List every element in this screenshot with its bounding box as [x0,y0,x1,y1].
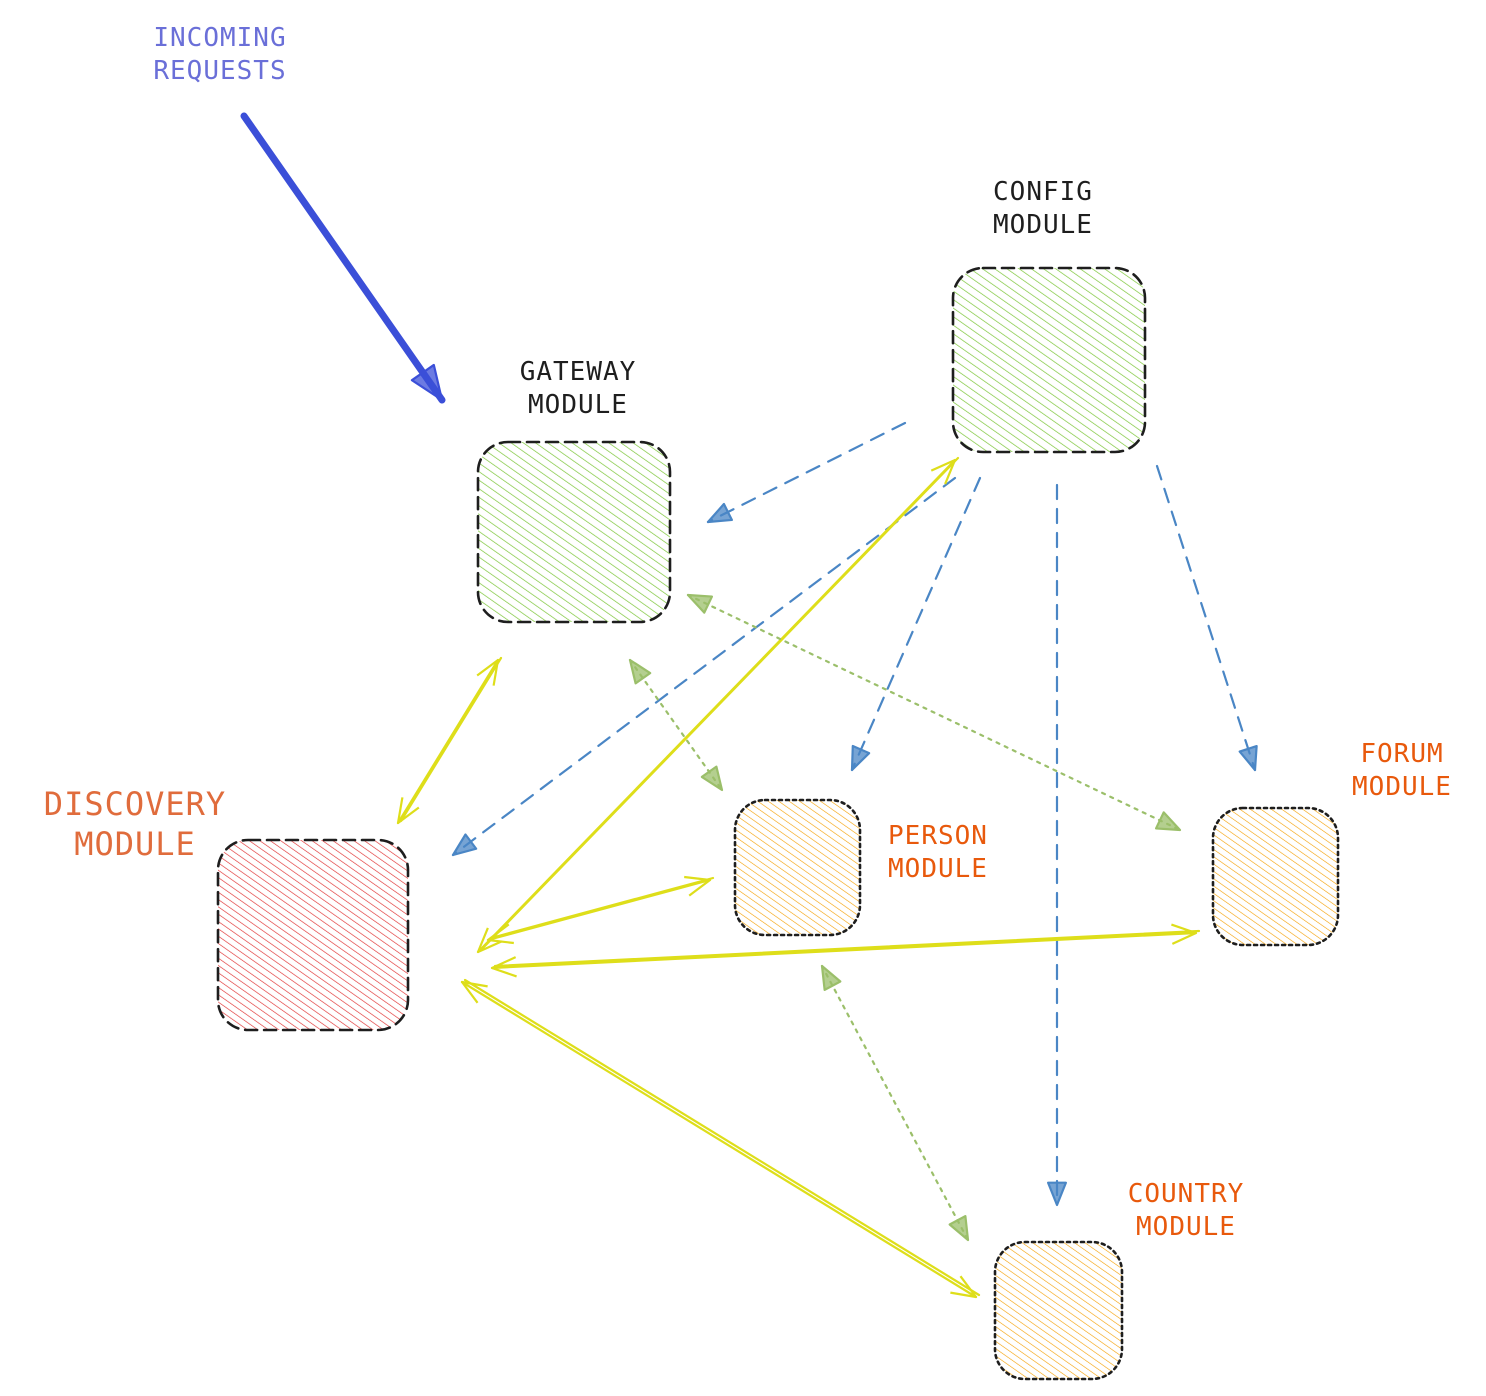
forum-module-label: FORUM MODULE [1352,739,1452,802]
config-to-forum-arrow [1155,464,1258,772]
forum-module-box [1211,806,1340,947]
edges-layer [240,112,1258,1299]
person-module-box [733,798,862,937]
nodes-layer [216,266,1340,1381]
country-module-box [993,1240,1124,1381]
gateway-module-label: GATEWAY MODULE [519,357,637,420]
discovery-gateway-arrow [396,656,503,825]
person-module-label: PERSON MODULE [888,821,988,884]
gateway-person-arrow [628,658,724,792]
gateway-forum-arrow [686,593,1182,832]
discovery-forum-arrow [490,923,1201,978]
config-module-label: CONFIG MODULE [993,177,1093,240]
incoming-requests-arrow [240,112,446,404]
discovery-module-box [216,838,410,1032]
person-country-arrow [820,964,970,1242]
discovery-module-label: DISCOVERY MODULE [43,785,227,863]
config-to-country-arrow [1047,483,1067,1207]
incoming-requests-label: INCOMING REQUESTS [153,23,287,86]
config-to-gateway-arrow [706,421,907,524]
discovery-country-arrow [460,978,981,1299]
country-module-label: COUNTRY MODULE [1127,1179,1245,1242]
config-to-discovery-arrow [451,476,957,857]
discovery-person-arrow [486,875,715,945]
config-module-box [951,266,1147,454]
gateway-module-box [476,440,672,624]
discovery-config-arrow [476,456,960,954]
config-to-person-arrow [850,476,982,772]
